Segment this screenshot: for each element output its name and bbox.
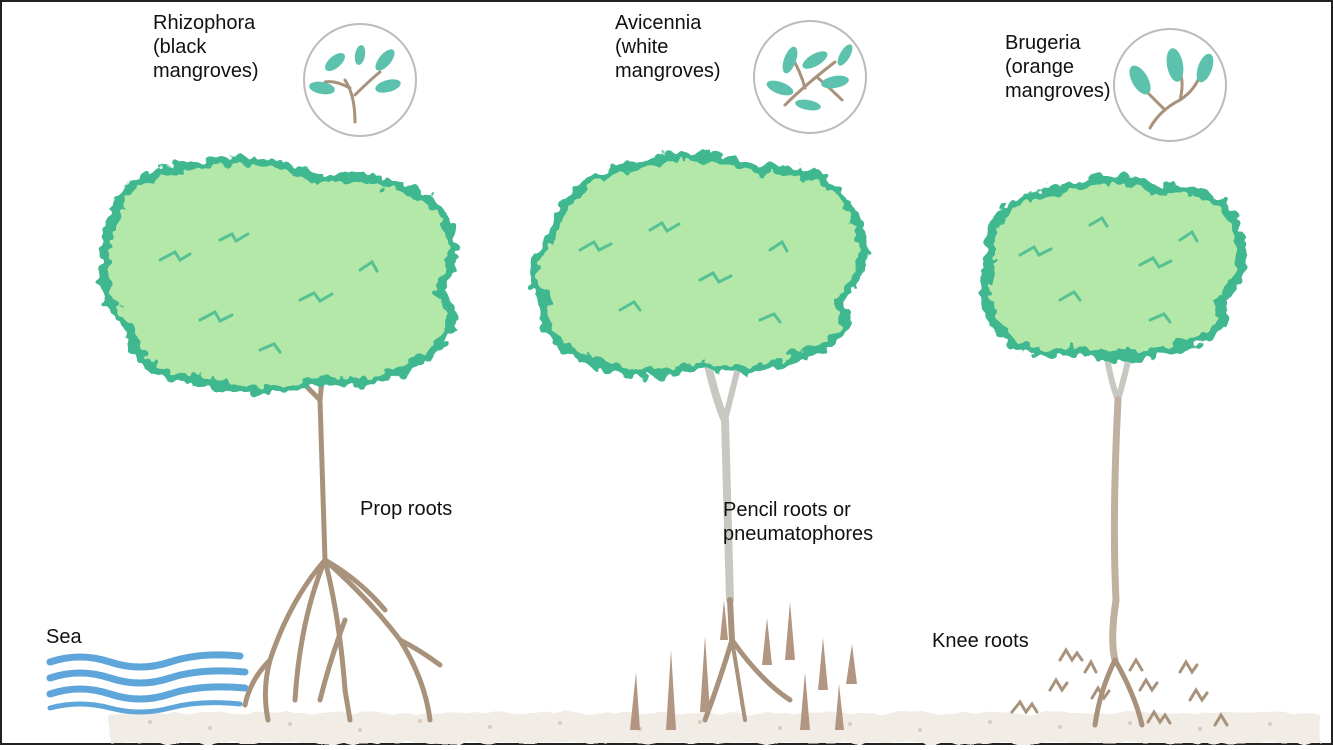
- avicennia-leaf-circle: [754, 21, 866, 133]
- avicennia-canopy: [534, 156, 863, 374]
- rhizophora-canopy: [103, 160, 453, 390]
- knee-roots-label: Knee roots: [932, 629, 1029, 653]
- brugeria-canopy: [984, 180, 1242, 356]
- pencil-roots-label: Pencil roots or pneumatophores: [723, 498, 873, 546]
- brugeria-label: Brugeria (orange mangroves): [1005, 31, 1111, 103]
- avicennia-common-2: mangroves): [615, 59, 721, 83]
- rhizophora-common-1: (black: [153, 35, 259, 59]
- rhizophora-leaf-circle: [304, 24, 416, 136]
- pencil-roots-line-1: Pencil roots or: [723, 498, 873, 522]
- avicennia-label: Avicennia (white mangroves): [615, 11, 721, 83]
- pencil-roots-line-2: pneumatophores: [723, 522, 873, 546]
- brugeria-common-2: mangroves): [1005, 79, 1111, 103]
- avicennia-name: Avicennia: [615, 11, 721, 35]
- brugeria-common-1: (orange: [1005, 55, 1111, 79]
- sea-label: Sea: [46, 625, 82, 649]
- avicennia-common-1: (white: [615, 35, 721, 59]
- rhizophora-name: Rhizophora: [153, 11, 259, 35]
- rhizophora-label: Rhizophora (black mangroves): [153, 11, 259, 83]
- prop-roots-label: Prop roots: [360, 497, 452, 521]
- brugeria-leaf-circle: [1114, 29, 1226, 141]
- rhizophora-common-2: mangroves): [153, 59, 259, 83]
- brugeria-name: Brugeria: [1005, 31, 1111, 55]
